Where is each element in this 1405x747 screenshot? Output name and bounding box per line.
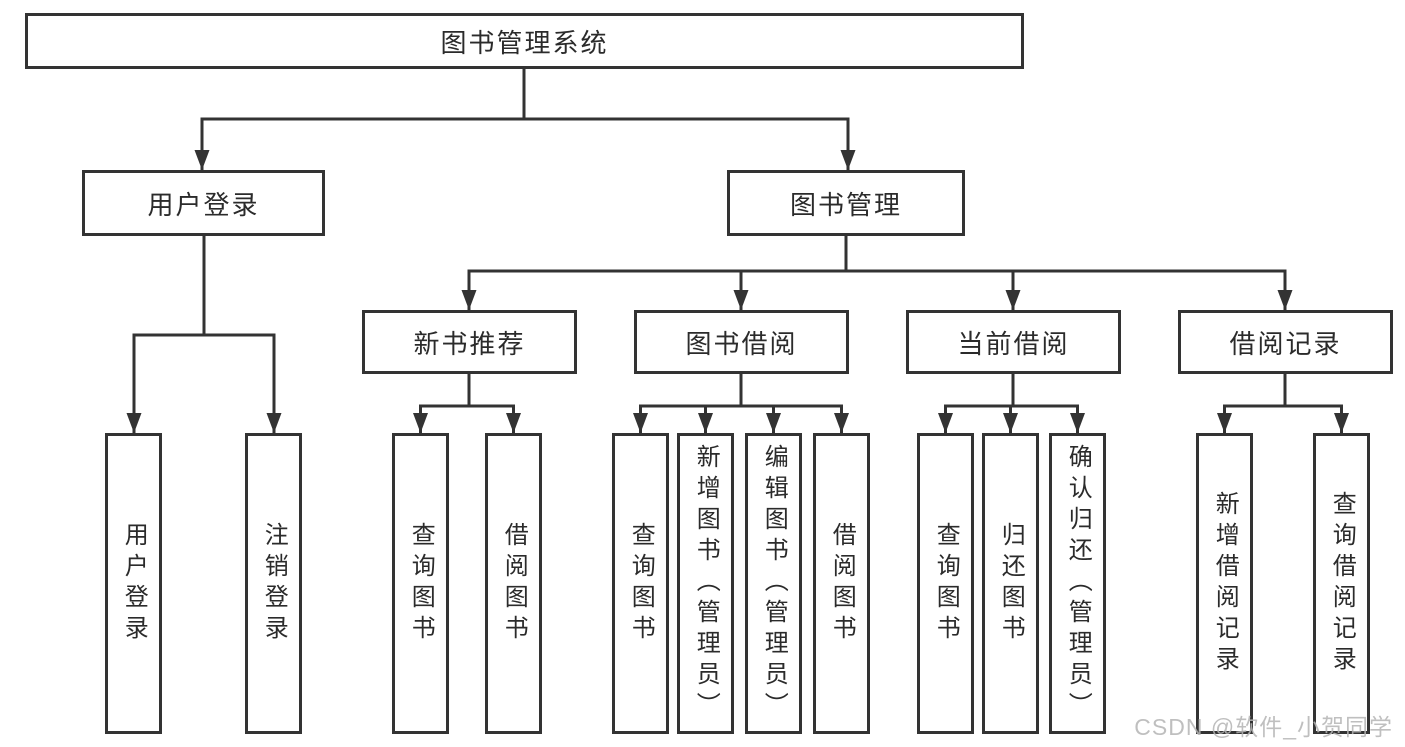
leaf-confirm-return-admin: 确认归还（管理员） [1049,433,1106,734]
leaf-label: 借阅图书 [828,521,856,646]
leaf-label: 用户登录 [120,521,148,646]
node-root-system: 图书管理系统 [25,13,1024,69]
leaf-edit-books-admin: 编辑图书（管理员） [745,433,802,734]
leaf-query-books-recommend: 查询图书 [392,433,449,734]
leaf-return-books: 归还图书 [982,433,1039,734]
leaf-query-books-current: 查询图书 [917,433,974,734]
node-user-login: 用户登录 [82,170,325,236]
leaf-label: 新增借阅记录 [1211,490,1239,677]
leaf-query-borrow-record: 查询借阅记录 [1313,433,1370,734]
leaf-add-books-admin: 新增图书（管理员） [677,433,734,734]
csdn-watermark: CSDN @软件_小贺同学 [1134,714,1393,740]
leaf-label: 查询图书 [627,521,655,646]
leaf-logout: 注销登录 [245,433,302,734]
leaf-label: 查询图书 [407,521,435,646]
node-book-borrow: 图书借阅 [634,310,849,374]
leaf-label: 编辑图书（管理员） [760,444,788,723]
leaf-label: 查询借阅记录 [1328,490,1356,677]
leaf-label: 查询图书 [932,521,960,646]
leaf-query-books-borrow: 查询图书 [612,433,669,734]
leaf-label: 确认归还（管理员） [1064,444,1092,723]
leaf-borrow-books-recommend: 借阅图书 [485,433,542,734]
leaf-label: 注销登录 [260,521,288,646]
leaf-borrow-books: 借阅图书 [813,433,870,734]
node-current-borrow: 当前借阅 [906,310,1121,374]
node-new-book-recommend: 新书推荐 [362,310,577,374]
leaf-add-borrow-record: 新增借阅记录 [1196,433,1253,734]
leaf-label: 新增图书（管理员） [692,444,720,723]
leaf-label: 归还图书 [997,521,1025,646]
leaf-user-login: 用户登录 [105,433,162,734]
node-book-management: 图书管理 [727,170,965,236]
node-borrow-records: 借阅记录 [1178,310,1393,374]
leaf-label: 借阅图书 [500,521,528,646]
